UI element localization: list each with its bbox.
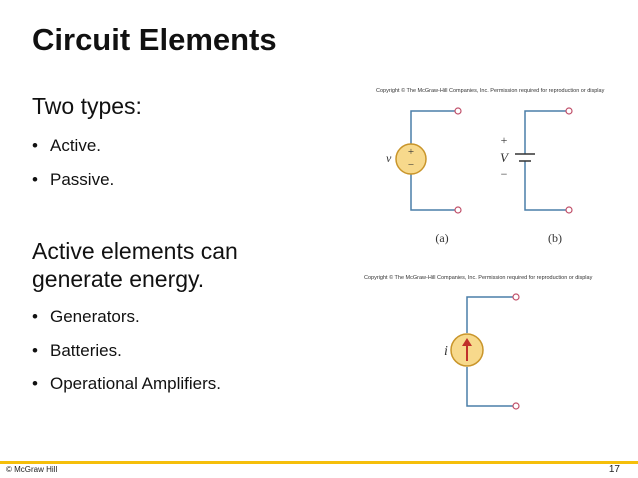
footer-accent-bar — [0, 461, 638, 464]
bullet-glyph: • — [32, 341, 38, 360]
bullet-glyph: • — [32, 374, 38, 393]
footer-copyright: © McGraw Hill — [6, 465, 58, 474]
list-item: • Operational Amplifiers. — [32, 374, 221, 394]
bullet-text: Active. — [50, 136, 102, 155]
copyright-notice: Copyright © The McGraw-Hill Companies, I… — [364, 275, 593, 281]
bullet-text: Operational Amplifiers. — [50, 374, 222, 393]
voltage-source-icon — [395, 143, 427, 175]
wire — [466, 296, 514, 333]
up-arrow-icon — [462, 338, 472, 346]
bullet-text: Batteries. — [50, 341, 122, 360]
terminal-icon — [512, 293, 520, 301]
minus-sign: − — [501, 167, 508, 181]
voltage-label-v: v — [386, 151, 392, 165]
bullet-glyph: • — [32, 307, 38, 326]
caption-b: (b) — [548, 231, 562, 245]
minus-sign: − — [408, 159, 414, 171]
list-item: • Passive. — [32, 170, 114, 190]
slide-title: Circuit Elements — [32, 22, 277, 57]
terminal-icon — [512, 402, 520, 410]
wire — [524, 161, 567, 211]
terminal-icon — [454, 206, 462, 214]
terminal-icon — [565, 107, 573, 115]
terminal-icon — [565, 206, 573, 214]
wire — [410, 174, 456, 211]
plus-sign: + — [408, 146, 414, 158]
voltage-sources-figure: + − v (a) + V − (b) — [386, 107, 573, 245]
bullet-text: Generators. — [50, 307, 140, 326]
wire — [466, 367, 514, 407]
list-item: • Generators. — [32, 307, 140, 327]
page-number: 17 — [608, 464, 620, 475]
bullet-glyph: • — [32, 170, 38, 189]
battery-label-v: V — [500, 150, 510, 165]
bullet-text: Passive. — [50, 170, 115, 189]
list-item: • Active. — [32, 136, 101, 156]
bullet-glyph: • — [32, 136, 38, 155]
copyright-notice: Copyright © The McGraw-Hill Companies, I… — [376, 88, 605, 94]
wire — [524, 110, 567, 154]
terminal-icon — [454, 107, 462, 115]
current-label-i: i — [444, 344, 448, 359]
plus-sign: + — [501, 133, 508, 147]
intro-text: Two types: — [32, 93, 142, 119]
list-item: • Batteries. — [32, 341, 122, 361]
active-elements-paragraph: Active elements can generate energy. — [32, 238, 238, 292]
current-source-figure: i — [444, 293, 520, 410]
wire — [410, 110, 456, 144]
caption-a: (a) — [435, 231, 448, 245]
